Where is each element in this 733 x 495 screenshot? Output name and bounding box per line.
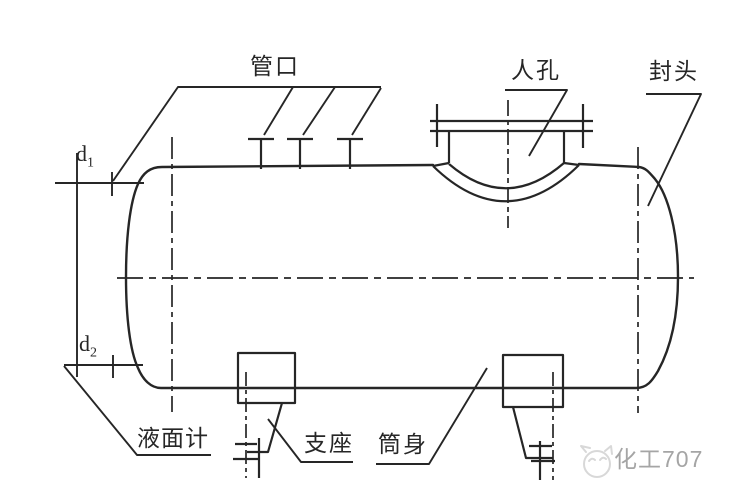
d1-subscript: 1 (87, 155, 94, 171)
dimensions (55, 153, 144, 378)
level-gauge-leader (63, 365, 211, 456)
nozzle-leader-main (112, 86, 381, 182)
vessel-outline (124, 162, 680, 390)
logo-eye-right (599, 456, 607, 461)
saddle-right-plate (501, 353, 565, 409)
manhole-stub-left (432, 161, 450, 168)
manhole-leader (505, 89, 568, 157)
shell-leader (376, 367, 488, 465)
nozzles (248, 137, 363, 169)
logo-ear-right (604, 445, 613, 455)
label-shell: 筒身 (378, 431, 428, 457)
manhole-opening-inner-arc (448, 162, 565, 190)
centerlines (117, 100, 694, 413)
label-d1: d1 (76, 143, 94, 170)
saddle-left-plate (236, 351, 297, 405)
logo-face (583, 450, 611, 478)
manhole-stub-right (563, 161, 580, 167)
leader-lines (63, 86, 702, 465)
nozzle-leader-3 (351, 87, 382, 136)
label-d2: d2 (79, 333, 97, 360)
d2-base: d (79, 331, 90, 356)
manhole-opening-outer-arc (432, 164, 580, 203)
label-level-gauge: 液面计 (137, 425, 209, 451)
logo-eye-left (588, 457, 596, 462)
label-head: 封头 (649, 58, 699, 84)
head-leader (646, 93, 702, 207)
nozzle-leader-1 (263, 86, 294, 136)
watermark-text: 化工707 (614, 446, 704, 472)
saddle-left-leg (247, 402, 284, 454)
shell-and-heads-path (124, 162, 680, 390)
manhole (430, 104, 593, 203)
d1-base: d (76, 141, 87, 166)
saddle-leader (267, 418, 353, 463)
watermark-logo (580, 445, 613, 478)
label-nozzle: 管口 (250, 53, 300, 79)
nozzle-leader-2 (302, 86, 336, 136)
saddle-right (501, 353, 565, 480)
d2-subscript: 2 (90, 345, 97, 361)
label-manhole: 人孔 (511, 57, 561, 83)
label-saddle: 支座 (304, 430, 354, 456)
saddle-left (233, 351, 297, 478)
logo-ear-left (580, 445, 591, 453)
saddle-right-leg (511, 406, 553, 460)
